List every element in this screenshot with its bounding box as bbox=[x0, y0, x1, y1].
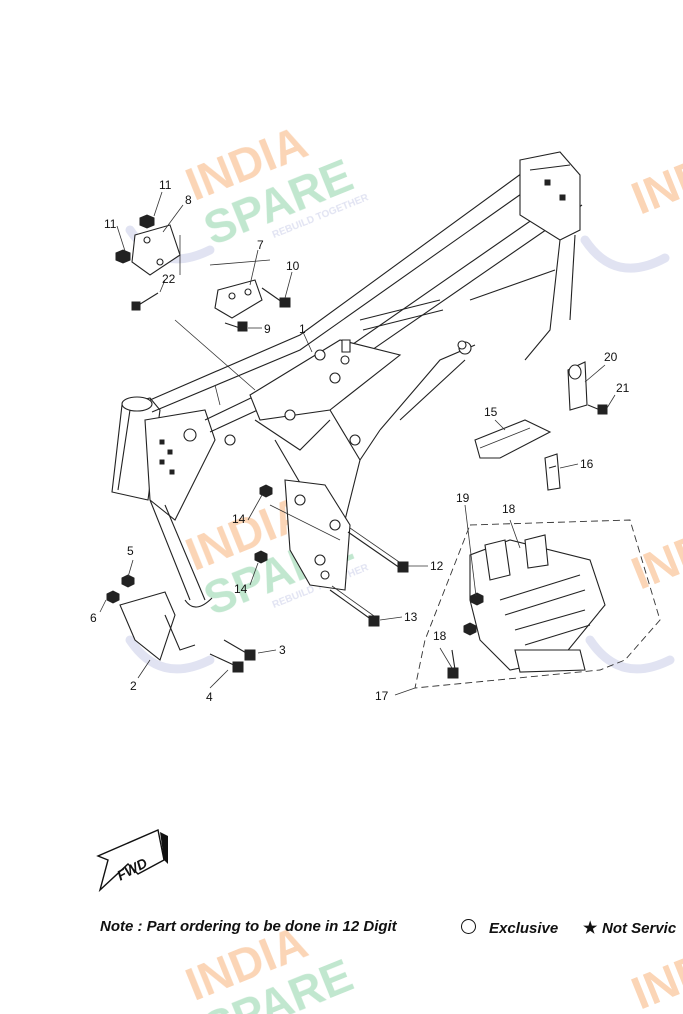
callout-21: 21 bbox=[616, 381, 630, 395]
watermark-swoosh-icon-2 bbox=[580, 235, 670, 273]
callout-15: 15 bbox=[484, 405, 498, 419]
fwd-arrow-icon: FWD bbox=[96, 829, 168, 893]
callout-14-upper: 14 bbox=[232, 512, 246, 526]
leader-lines bbox=[99, 191, 616, 696]
watermark-top-right: INDIA bbox=[624, 129, 683, 224]
callout-3: 3 bbox=[279, 643, 286, 657]
callout-7: 7 bbox=[257, 238, 264, 252]
exclusive-label: Exclusive bbox=[489, 920, 559, 937]
watermark-swoosh-icon-3 bbox=[125, 635, 215, 674]
bracket-part-2 bbox=[119, 591, 196, 661]
callout-10: 10 bbox=[286, 259, 300, 273]
plate-part-15 bbox=[474, 419, 552, 459]
callout-6: 6 bbox=[90, 611, 97, 625]
callout-18-lower: 18 bbox=[433, 629, 447, 643]
watermark-top-center: INDIA SPARE REBUILD TOGETHER bbox=[179, 115, 371, 255]
star-icon: ★ bbox=[583, 920, 598, 937]
watermark-layer: INDIA SPARE REBUILD TOGETHER INDIA SPARE… bbox=[125, 115, 683, 1014]
callout-9: 9 bbox=[264, 322, 271, 336]
watermark-middle-right: INDIA bbox=[624, 504, 683, 599]
callout-11-top: 11 bbox=[159, 178, 172, 192]
callout-5: 5 bbox=[127, 544, 134, 558]
callout-20: 20 bbox=[604, 350, 618, 364]
callout-8: 8 bbox=[185, 193, 192, 207]
callout-14-lower: 14 bbox=[234, 582, 248, 596]
circle-icon bbox=[461, 919, 476, 934]
main-frame-part-1 bbox=[111, 151, 583, 608]
cover-assembly-part-17 bbox=[414, 519, 661, 689]
not-serviceable-label: Not Servic bbox=[602, 920, 677, 937]
callout-22: 22 bbox=[162, 272, 176, 286]
ordering-note: Note : Part ordering to be done in 12 Di… bbox=[100, 918, 397, 935]
callout-12: 12 bbox=[430, 559, 444, 573]
bracket-part-20 bbox=[567, 361, 588, 411]
watermark-brand-line1-right: INDIA bbox=[624, 129, 683, 224]
callout-16: 16 bbox=[580, 457, 594, 471]
callout-2: 2 bbox=[130, 679, 137, 693]
callout-numbers: 1 2 3 4 5 6 7 8 9 10 11 11 12 13 14 14 1… bbox=[90, 178, 630, 704]
callout-18-upper: 18 bbox=[502, 502, 516, 516]
bracket-part-8 bbox=[131, 224, 181, 276]
callout-1: 1 bbox=[299, 322, 306, 336]
callout-4: 4 bbox=[206, 690, 213, 704]
clip-part-16 bbox=[544, 453, 561, 491]
callout-13: 13 bbox=[404, 610, 418, 624]
callout-19: 19 bbox=[456, 491, 470, 505]
callout-11-left: 11 bbox=[104, 217, 117, 231]
fasteners bbox=[106, 214, 608, 679]
watermark-brand-line1-right-middle: INDIA bbox=[624, 504, 683, 599]
bracket-part-7 bbox=[209, 259, 271, 319]
watermark-swoosh-icon-4 bbox=[585, 635, 675, 674]
engine-mount-bracket bbox=[269, 479, 351, 591]
callout-17: 17 bbox=[375, 689, 389, 703]
footer-legend: Note : Part ordering to be done in 12 Di… bbox=[100, 916, 683, 942]
